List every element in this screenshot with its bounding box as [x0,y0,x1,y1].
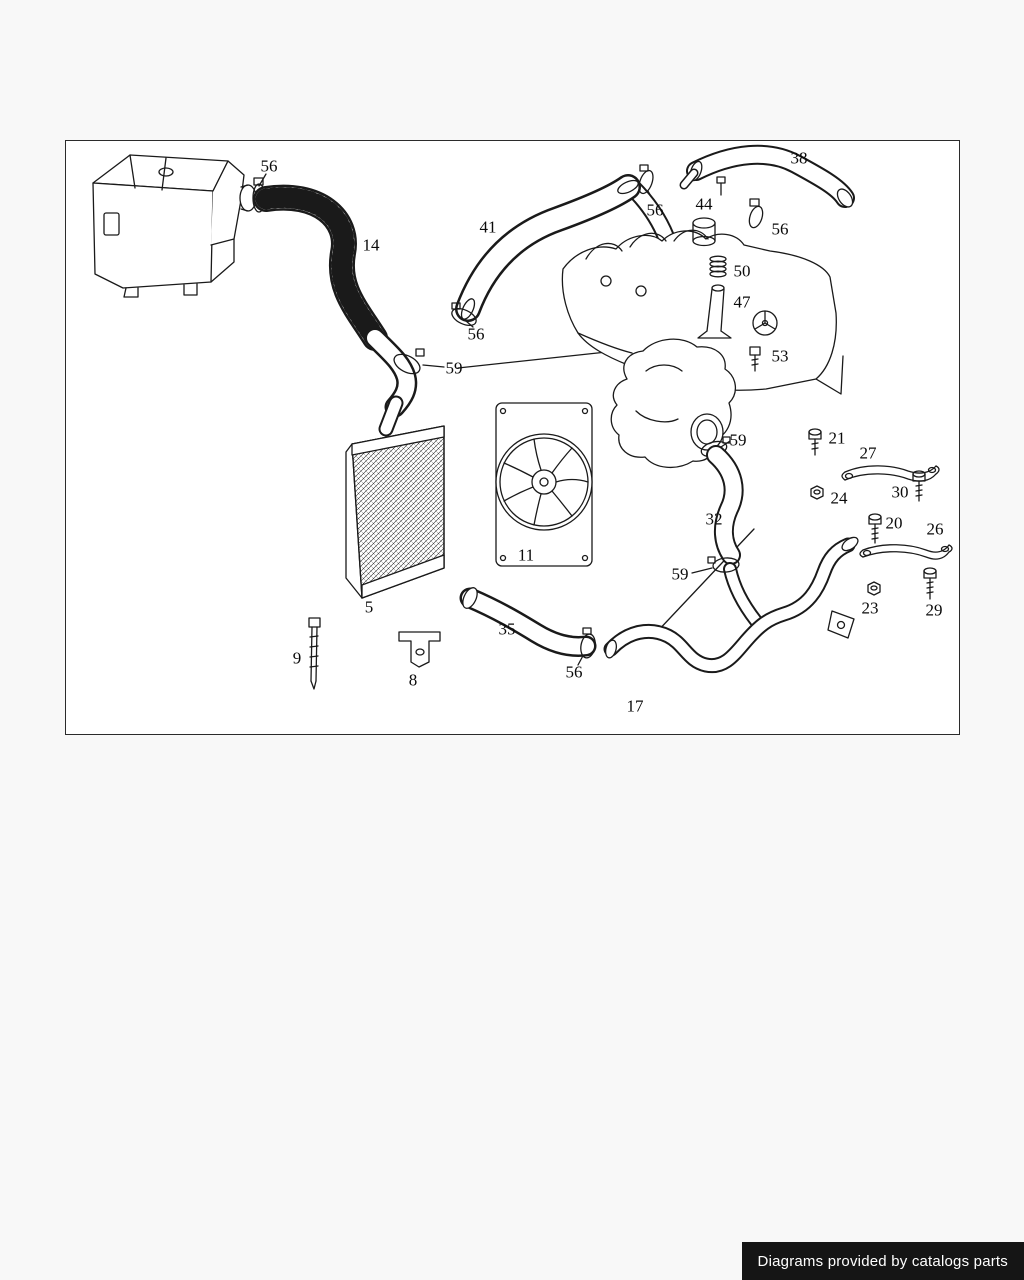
nut-24 [810,485,824,500]
attribution-bar: Diagrams provided by catalogs parts [741,1242,1024,1280]
hose-clamp-icon [748,198,764,229]
spring-50 [709,255,727,278]
screw-9 [308,617,321,690]
corrugated-hose-14 [253,184,388,351]
hose-32 [706,445,744,565]
pipe-17 [603,536,859,674]
charge-hose-41 [451,164,654,327]
bracket-8 [398,631,441,668]
hose-35 [459,587,597,657]
strap-26 [859,544,953,560]
parts-diagram-drawing [92,144,953,690]
nut-23 [867,581,881,596]
cooling-fan [495,402,593,567]
hose-clamp-icon [580,627,596,659]
intercooler-inlet-elbow [364,327,425,437]
bolt-20 [868,513,882,544]
strap-27 [841,465,940,482]
bracket-47 [697,284,732,339]
bolt-53 [749,346,761,372]
bushing-44 [692,217,716,247]
intercooler [345,425,445,599]
radiator-hose-38 [679,144,855,208]
hose-clamp-icon [707,556,763,628]
bolt-30 [912,470,926,502]
air-cleaner-housing [92,154,257,298]
attribution-text: Diagrams provided by catalogs parts [757,1252,1008,1270]
bolt-21 [808,428,822,456]
bolt-29 [923,567,937,600]
